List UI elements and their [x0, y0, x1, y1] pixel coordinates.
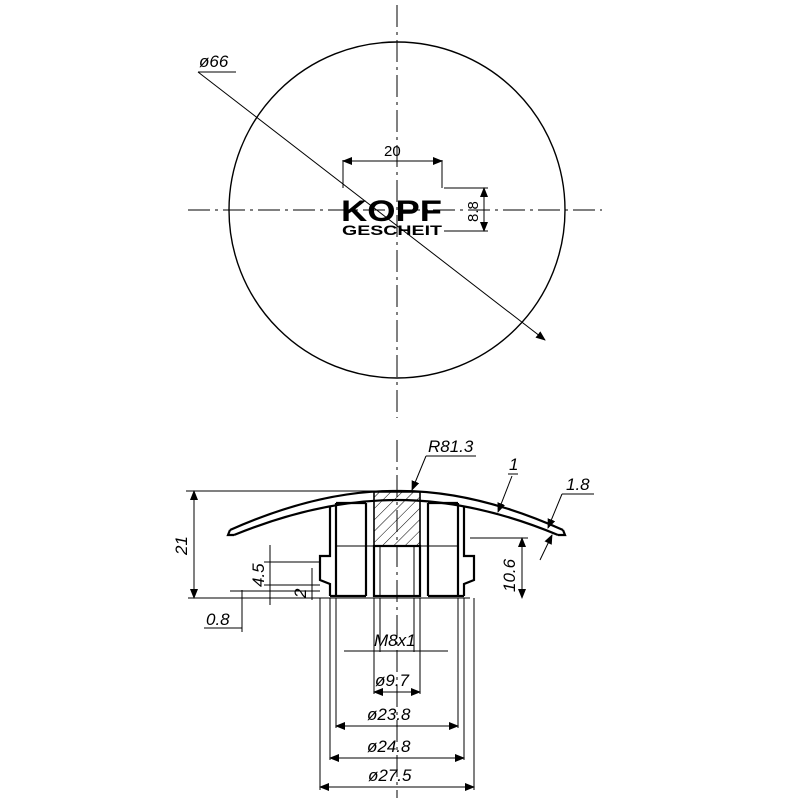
inner-diameter-label: ø23.8 [367, 705, 411, 724]
logo-width-label: 20 [384, 143, 401, 160]
radius-leader [411, 455, 427, 491]
thread-label: M8x1 [374, 631, 416, 650]
cap-rim-left [226, 529, 234, 537]
section-view: 21 4.5 2 0.8 10.6 R81.3 1 1.8 [172, 437, 594, 798]
wall-top-leader [497, 475, 513, 513]
stem-height-label: 10.6 [500, 558, 519, 592]
cap-rim-right [558, 529, 567, 537]
stem-hatched-section [373, 491, 421, 547]
brand-logo: KOPF GESCHEIT [341, 195, 443, 238]
logo-height-label: 8.8 [465, 201, 482, 222]
logo-subline: GESCHEIT [342, 222, 443, 238]
radius-label: R81.3 [428, 437, 474, 456]
threaded-hole [372, 544, 422, 598]
wall-edge-leader-2 [539, 534, 553, 561]
top-diameter-label: ø66 [199, 52, 229, 71]
leg-step-label: 2 [291, 588, 310, 599]
wall-top-label: 1 [509, 455, 518, 474]
cap-dome-outer [229, 489, 564, 532]
base-offset-label: 0.8 [206, 610, 230, 629]
leg-height-label: 4.5 [249, 563, 268, 587]
leg-left [318, 501, 368, 598]
top-view: ø66 KOPF GESCHEIT 20 8.8 [188, 5, 602, 418]
total-height-label: 21 [172, 536, 191, 556]
mid-diameter-label: ø24.8 [367, 737, 411, 756]
diameter-leader [197, 71, 546, 341]
logo-wordmark: KOPF [341, 195, 442, 228]
wall-edge-leader [547, 493, 563, 529]
cap-outline-circle [228, 41, 566, 379]
hole-diameter-label: ø9.7 [375, 671, 410, 690]
leg-right [426, 501, 476, 598]
outer-diameter-label: ø27.5 [368, 766, 412, 785]
wall-edge-label: 1.8 [566, 475, 590, 494]
